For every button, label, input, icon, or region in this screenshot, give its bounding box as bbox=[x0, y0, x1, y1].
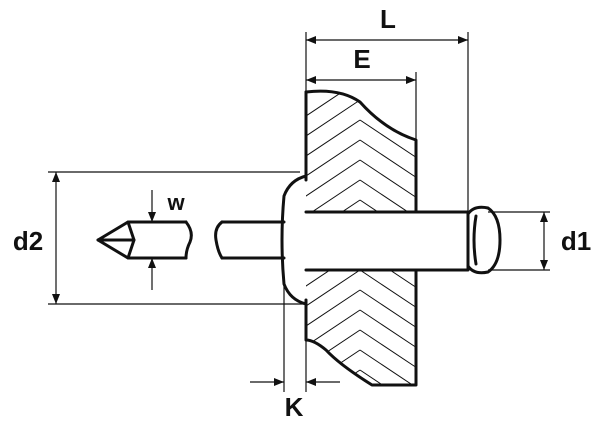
label-K: K bbox=[285, 392, 304, 422]
dimension-K: K bbox=[250, 284, 340, 422]
dimension-d2: d2 bbox=[13, 171, 306, 305]
label-L: L bbox=[380, 4, 396, 34]
material-plate-top bbox=[304, 89, 418, 214]
mandrel-shaft bbox=[214, 220, 286, 260]
label-d2: d2 bbox=[13, 226, 43, 256]
dimension-w: w bbox=[144, 190, 185, 290]
material-plate-bottom bbox=[304, 268, 418, 387]
dimension-L: L bbox=[305, 4, 469, 212]
rivet-head bbox=[280, 174, 308, 306]
label-w: w bbox=[166, 190, 185, 215]
mandrel-tip bbox=[466, 205, 502, 275]
dimension-E: E bbox=[306, 44, 417, 140]
rivet-shank bbox=[304, 210, 470, 272]
label-d1: d1 bbox=[561, 226, 591, 256]
label-E: E bbox=[353, 44, 370, 74]
mandrel-point-detail bbox=[96, 220, 193, 260]
dimension-d1: d1 bbox=[488, 211, 591, 271]
